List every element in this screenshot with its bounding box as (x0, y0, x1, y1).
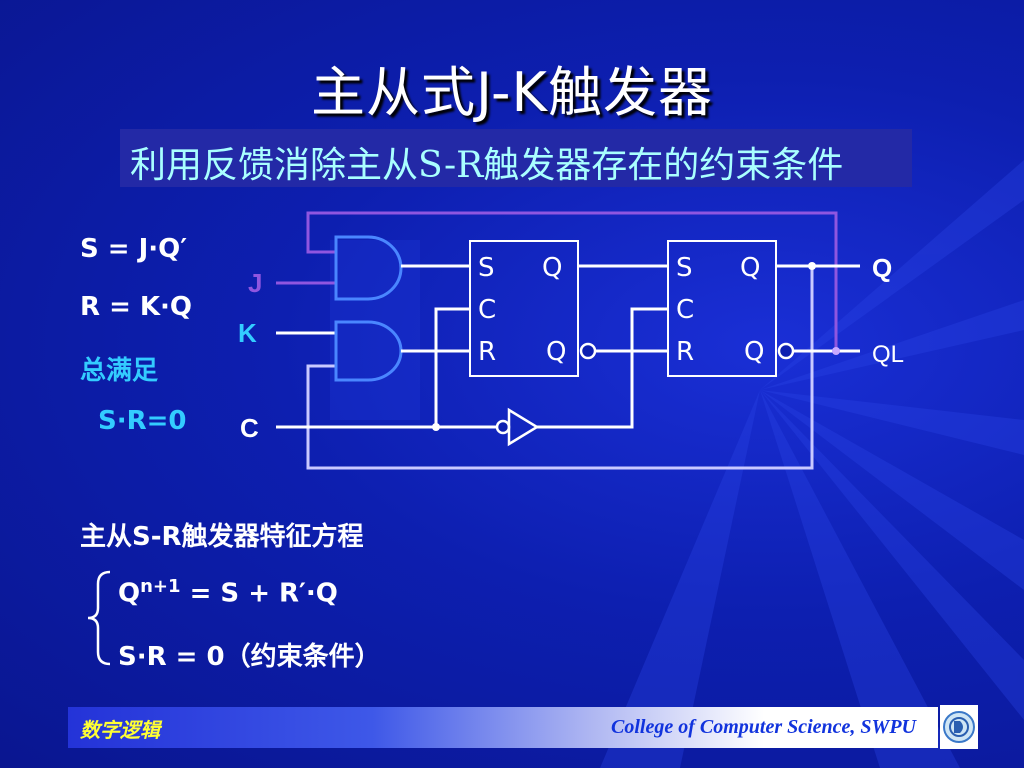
ff2-qn-label: Q (744, 337, 764, 367)
ff2-s-label: S (676, 253, 693, 283)
footer-course: 数字逻辑 (80, 718, 160, 742)
footer-college: College of Computer Science, SWPU (611, 716, 916, 738)
inverter-triangle (507, 407, 540, 447)
eq1-superscript: n+1 (140, 576, 181, 597)
wire-inverter-to-c2 (537, 307, 668, 429)
and-gate-k (334, 320, 403, 382)
junction-ql (832, 347, 840, 355)
sr-zero-label: S·R=0 (98, 406, 187, 436)
input-k-label: K (238, 318, 257, 348)
characteristic-eq1: Qn+1 = S + R′·Q (118, 576, 338, 609)
r-equation: R = K·Q (80, 292, 193, 322)
ff1-c-label: C (478, 295, 496, 325)
ff2-r-label: R (676, 337, 694, 367)
ff2-q-label: Q (740, 253, 760, 283)
s-equation: S = J·Q′ (80, 234, 188, 264)
characteristic-heading: 主从S-R触发器特征方程 (80, 522, 364, 552)
slide-title: 主从式J-K触发器 (311, 61, 713, 124)
eq1-q: Q (118, 578, 141, 609)
ff1-qn-label: Q (546, 337, 566, 367)
eq1-rest: = S + R′·Q (180, 578, 338, 609)
input-c-label: C (240, 413, 259, 443)
left-brace (87, 570, 111, 666)
out-q-label: Q (872, 253, 892, 283)
wire-clock-to-c1 (434, 307, 470, 427)
inversion-bubble-ff1 (579, 342, 597, 360)
feedback-ql-to-j (306, 266, 814, 470)
inverter-bubble (495, 419, 511, 435)
university-logo (940, 705, 978, 749)
jk-flipflop-circuit: J K C Q QL S Q C R Q S Q C R Q (238, 211, 904, 470)
slide-subtitle: 利用反馈消除主从S-R触发器存在的约束条件 (130, 145, 844, 186)
always-satisfied-label: 总满足 (80, 356, 159, 386)
and-gate-j (334, 235, 403, 301)
junction-q (808, 262, 816, 270)
ff2-c-label: C (676, 295, 694, 325)
feedback-q-to-k (306, 211, 838, 351)
ff1-q-label: Q (542, 253, 562, 283)
characteristic-eq2: S·R = 0（约束条件） (118, 642, 381, 672)
inversion-bubble-ff2 (777, 342, 795, 360)
out-ql-label: QL (872, 341, 904, 368)
footer-bar (68, 707, 938, 748)
ff1-s-label: S (478, 253, 495, 283)
ff1-r-label: R (478, 337, 496, 367)
subtitle-banner (120, 129, 912, 187)
input-j-label: J (248, 268, 262, 298)
